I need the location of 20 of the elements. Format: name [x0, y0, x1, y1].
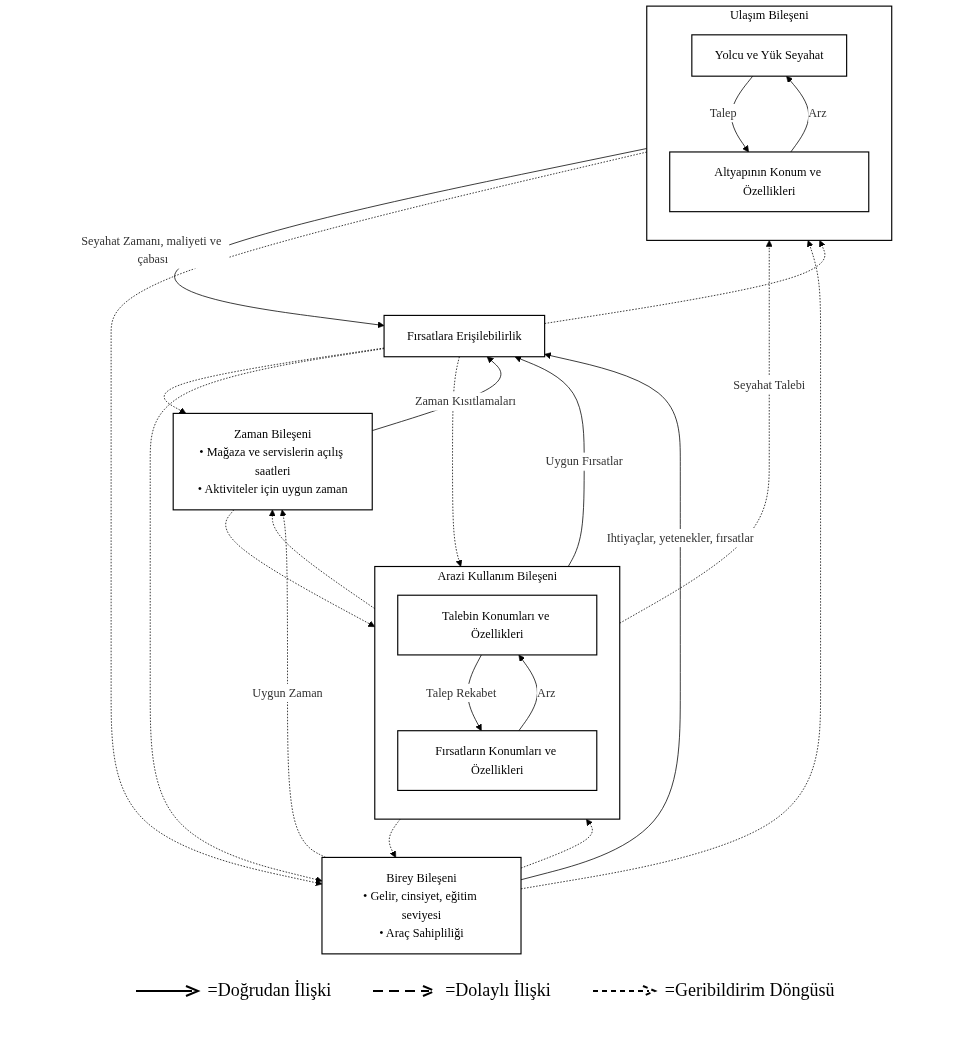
node-box: Fırsatların Konumları ve Özellikleri [397, 730, 598, 791]
edge-label: Zaman Kısıtlamaları [414, 394, 516, 408]
edge-label: Arz [808, 106, 827, 120]
edge-label: Uygun Zaman [252, 685, 323, 699]
legend-text: =Doğrudan İlişki [207, 980, 332, 1001]
edge-label: Talep Rekabet [426, 685, 497, 699]
edge-label: Talep [709, 106, 737, 120]
edge-label: Seyahat Zamanı, maliyeti ve çabası [81, 234, 222, 266]
edge-label: Uygun Fırsatlar [545, 454, 623, 468]
node-box: Yolcu ve Yük Seyahat [691, 34, 848, 77]
node-box: Altyapının Konum ve Özellikleri [669, 151, 870, 213]
node-box: Birey Bileşeni • Gelir, cinsiyet, eğitim seviyesi • Araç Sahipliliği [321, 856, 522, 955]
node-box: Fırsatlara Erişilebilirlik [383, 314, 546, 358]
legend-text: =Geribildirim Döngüsü [664, 980, 835, 1001]
legend-text: =Dolaylı İlişki [445, 980, 551, 1001]
edge-label: Ihtiyaçlar, yetenekler, fırsatlar [606, 531, 754, 545]
edge-label: Seyahat Talebi [733, 378, 806, 392]
edge-label: Arz [537, 685, 556, 699]
node-box: Talebin Konumları ve Özellikleri [397, 594, 598, 656]
node-box: Zaman Bileşeni • Mağaza ve servislerin açılış saatleri • Aktiviteler için uygun zaman [172, 412, 373, 511]
